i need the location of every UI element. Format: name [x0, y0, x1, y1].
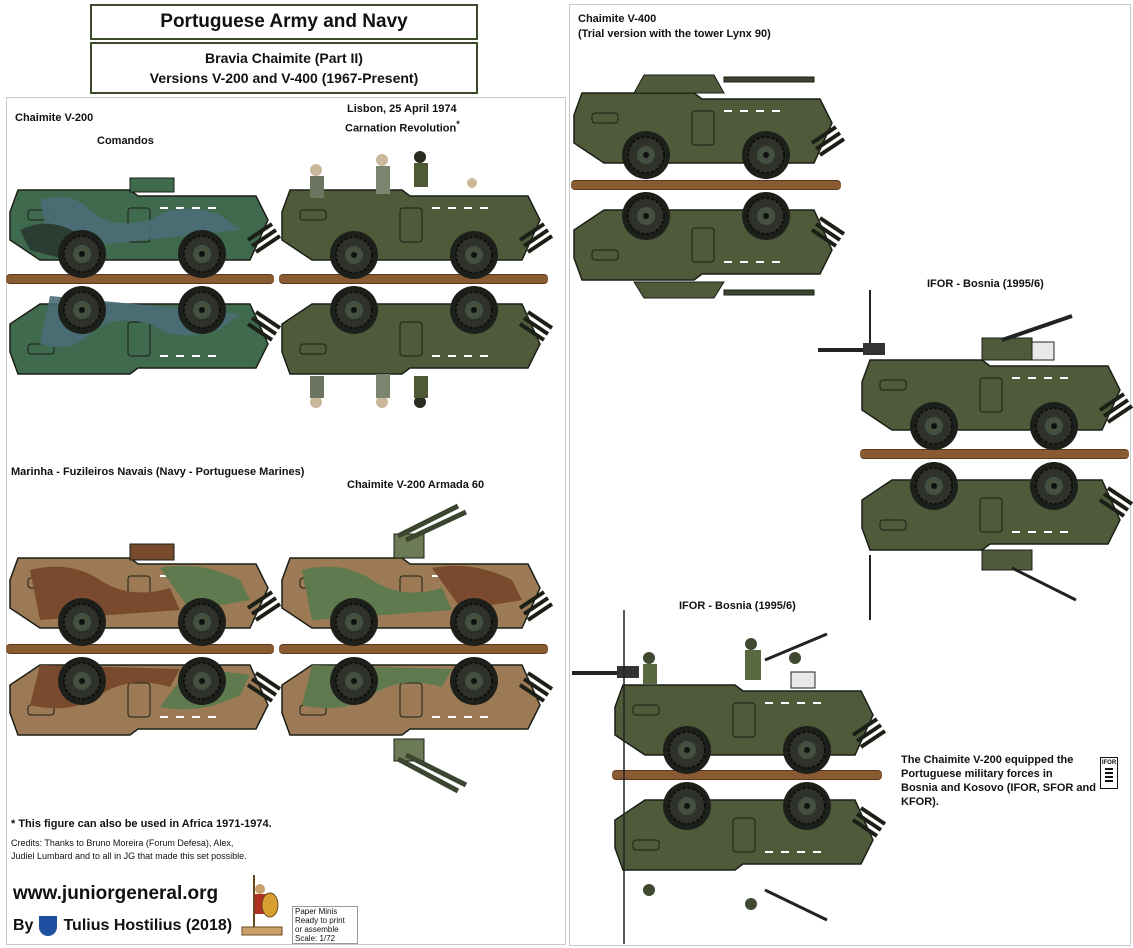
label-v400-sub: (Trial version with the tower Lynx 90) [578, 28, 771, 40]
vehicle-carnation-top [280, 151, 554, 280]
vehicle-ifor2-top [613, 632, 887, 775]
subtitle-box: Bravia Chaimite (Part II) Versions V-200… [90, 42, 478, 94]
label-ifor-2: IFOR - Bosnia (1995/6) [679, 600, 796, 612]
label-v400-title: Chaimite V-400 [578, 13, 657, 25]
vehicle-ifor2-bottom [613, 781, 887, 922]
mg-ifor1 [818, 343, 885, 355]
ifor-badge-text: IFOR [1101, 760, 1117, 766]
vehicle-v400-top [572, 74, 846, 180]
plank [860, 449, 1129, 459]
label-carnation: Carnation Revolution* [345, 119, 460, 135]
title-box: Portuguese Army and Navy [90, 4, 478, 40]
vehicle-armada60-bottom [280, 656, 554, 794]
paper-minis-box: Paper Minis Ready to print or assemble S… [292, 906, 358, 944]
credits-line-2: Judiel Lumbard and to all in JG that mad… [11, 851, 247, 861]
asterisk-mark: * [456, 119, 460, 129]
label-marinha: Marinha - Fuzileiros Navais (Navy - Port… [11, 466, 305, 478]
vehicle-marinha-bottom [8, 656, 282, 737]
website-link[interactable]: www.juniorgeneral.org [13, 883, 219, 904]
author-name: Tulius Hostilius (2018) [63, 917, 233, 934]
footnote: * This figure can also be used in Africa… [11, 818, 272, 830]
label-chaimite-v200: Chaimite V-200 [15, 112, 94, 124]
credits-line-1: Credits: Thanks to Bruno Moreira (Forum … [11, 838, 234, 848]
vehicle-ifor1-bottom [860, 461, 1133, 620]
plank [571, 180, 841, 190]
mg-ifor2 [572, 666, 639, 678]
vehicle-comandos-top [8, 177, 282, 279]
ifor-badge: IFOR [1100, 757, 1118, 789]
vehicle-armada60-top [280, 503, 554, 647]
label-lisbon-date: Lisbon, 25 April 1974 [347, 103, 457, 115]
plank [279, 274, 548, 284]
paper-minis-line-2: Ready to print [295, 916, 345, 925]
bosnia-note-line-4: KFOR). [901, 796, 939, 808]
subtitle-line-1: Bravia Chaimite (Part II) [205, 50, 363, 66]
vehicle-ifor1-top [860, 290, 1133, 451]
by-text: By [13, 917, 34, 934]
bosnia-note-line-1: The Chaimite V-200 equipped the [901, 754, 1074, 766]
plank [612, 770, 882, 780]
label-comandos: Comandos [97, 135, 154, 147]
subtitle-line-2: Versions V-200 and V-400 (1967-Present) [149, 70, 419, 86]
page-title: Portuguese Army and Navy [160, 11, 408, 32]
bosnia-note-line-3: Bosnia and Kosovo (IFOR, SFOR and [901, 782, 1096, 794]
label-carnation-text: Carnation Revolution [345, 122, 457, 135]
bosnia-note-line-2: Portuguese military forces in [901, 768, 1053, 780]
paper-minis-line-1: Paper Minis [295, 907, 338, 916]
paper-minis-line-4: Scale: 1/72 [295, 934, 336, 943]
ifor-badge-stripes [1105, 768, 1113, 782]
flag-pole [623, 610, 625, 944]
plank [279, 644, 548, 654]
author-line: By Tulius Hostilius (2018) [13, 916, 232, 936]
vehicle-comandos-bottom [8, 285, 282, 376]
plank [6, 644, 274, 654]
portugal-shield-icon [39, 916, 58, 936]
bosnia-note: The Chaimite V-200 equipped the Portugue… [901, 753, 1101, 809]
paper-minis-line-3: or assemble [295, 925, 339, 934]
vehicle-marinha-top [8, 543, 282, 647]
roman-soldier-icon [241, 875, 283, 936]
vehicle-carnation-bottom [280, 285, 554, 408]
label-armada60: Chaimite V-200 Armada 60 [347, 479, 485, 491]
vehicle-v400-bottom [572, 191, 846, 299]
plank [6, 274, 274, 284]
label-ifor-1: IFOR - Bosnia (1995/6) [927, 278, 1044, 290]
